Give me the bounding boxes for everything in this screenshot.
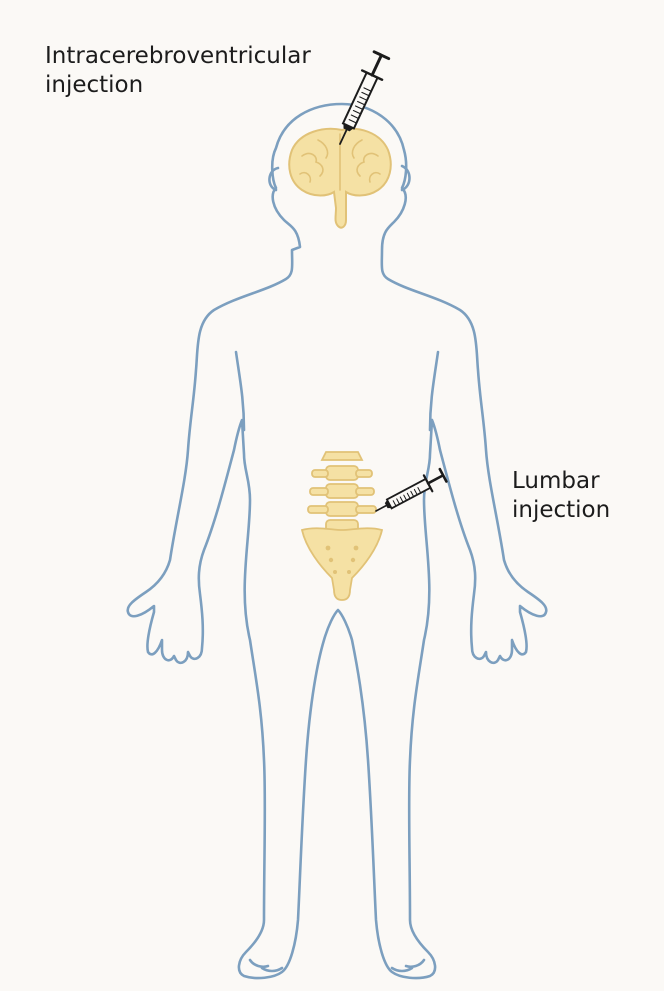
vertebra-3 [326, 484, 358, 498]
left-arm-inner-line [236, 352, 244, 430]
lumbar-injection-label: Lumbar injection [512, 467, 610, 525]
process-right-3 [356, 506, 376, 513]
sacrum [302, 528, 382, 600]
process-left-3 [308, 506, 328, 513]
left-toes [250, 960, 282, 971]
process-right-2 [356, 488, 374, 495]
intracerebroventricular-label: Intracerebroventricular injection [45, 42, 311, 100]
lumbar-label-line1: Lumbar [512, 467, 610, 496]
syringe-icon [372, 467, 448, 519]
process-right-1 [356, 470, 372, 477]
process-left-1 [312, 470, 328, 477]
vertebra-2 [326, 466, 358, 480]
intracerebroventricular-label-line1: Intracerebroventricular [45, 42, 311, 71]
intracerebroventricular-label-line2: injection [45, 71, 311, 100]
spine-icon [302, 452, 382, 600]
right-arm-inner-line [430, 352, 438, 430]
lumbar-label-line2: injection [512, 496, 610, 525]
vertebra-4 [326, 502, 358, 516]
process-left-2 [310, 488, 328, 495]
vertebra-1 [322, 452, 362, 460]
right-toes [392, 960, 424, 971]
